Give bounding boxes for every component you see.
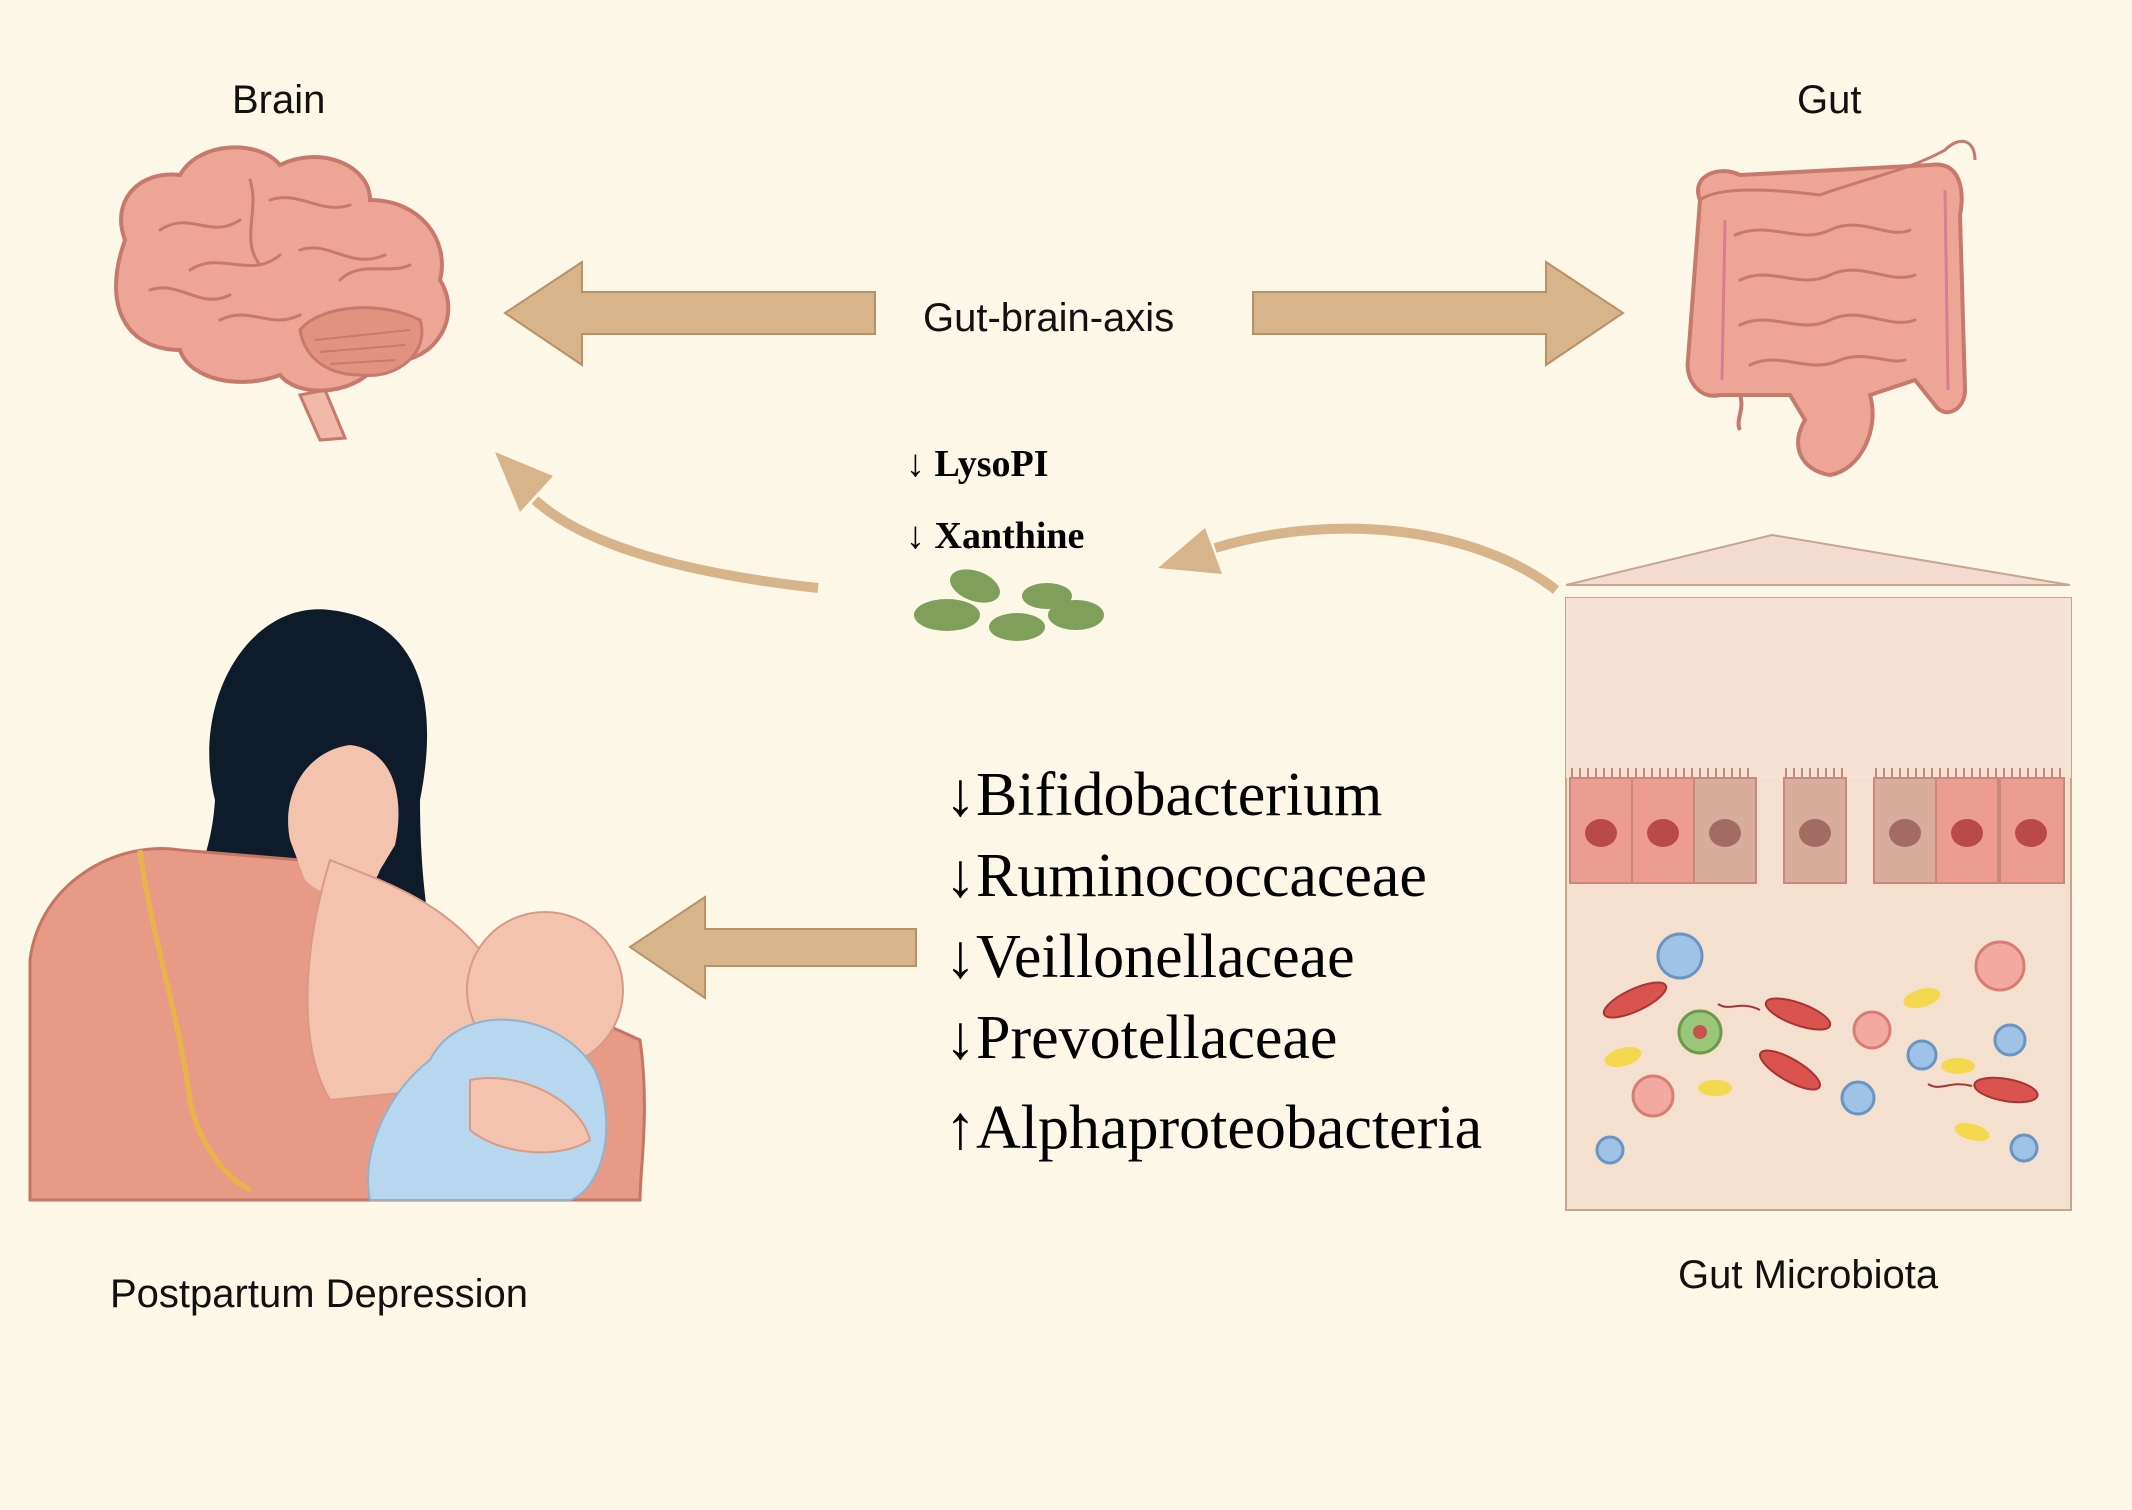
taxon-name: Alphaproteobacteria	[976, 1094, 1483, 1162]
metabolite-lysopi: ↓ LysoPI	[906, 442, 1049, 486]
down-arrow-icon: ↓	[945, 842, 976, 910]
down-arrow-icon: ↓	[906, 443, 925, 485]
brain-label: Brain	[232, 78, 326, 122]
brain-illustration	[114, 145, 451, 442]
arrow-left-to-mother	[628, 895, 917, 1000]
taxon-name: Prevotellaceae	[976, 1004, 1338, 1072]
gut-brain-axis-label: Gut-brain-axis	[923, 296, 1175, 340]
taxon-name: Bifidobacterium	[976, 761, 1383, 829]
metabolite-particles	[914, 569, 1104, 641]
curved-arrow-to-metabolites	[1213, 523, 1560, 594]
metabolite-xanthine: ↓ Xanthine	[906, 514, 1084, 558]
postpartum-depression-label: Postpartum Depression	[110, 1272, 528, 1316]
arrow-left-to-brain	[503, 260, 876, 367]
metabolite-name: LysoPI	[934, 443, 1049, 485]
up-arrow-icon: ↑	[945, 1094, 976, 1162]
gut-microbiota-label: Gut Microbiota	[1678, 1253, 1939, 1297]
taxon-alphaproteobacteria: ↑Alphaproteobacteria	[945, 1093, 1482, 1164]
taxon-ruminococcaceae: ↓Ruminococcaceae	[945, 841, 1427, 912]
taxon-bifidobacterium: ↓Bifidobacterium	[945, 760, 1382, 831]
down-arrow-icon: ↓	[945, 923, 976, 991]
taxon-name: Ruminococcaceae	[976, 842, 1427, 910]
arrow-right-to-gut	[1252, 260, 1625, 367]
taxon-prevotellaceae: ↓Prevotellaceae	[945, 1003, 1337, 1074]
down-arrow-icon: ↓	[945, 1004, 976, 1072]
microbiota-panel	[1565, 533, 2072, 1211]
taxon-veillonellaceae: ↓Veillonellaceae	[945, 922, 1355, 993]
gut-label: Gut	[1797, 78, 1862, 122]
metabolite-name: Xanthine	[934, 515, 1085, 557]
taxon-name: Veillonellaceae	[976, 923, 1355, 991]
mother-baby-illustration	[28, 609, 646, 1202]
down-arrow-icon: ↓	[945, 761, 976, 829]
gut-illustration	[1685, 139, 1977, 478]
down-arrow-icon: ↓	[906, 515, 925, 557]
curved-arrow-to-brain	[531, 496, 819, 593]
